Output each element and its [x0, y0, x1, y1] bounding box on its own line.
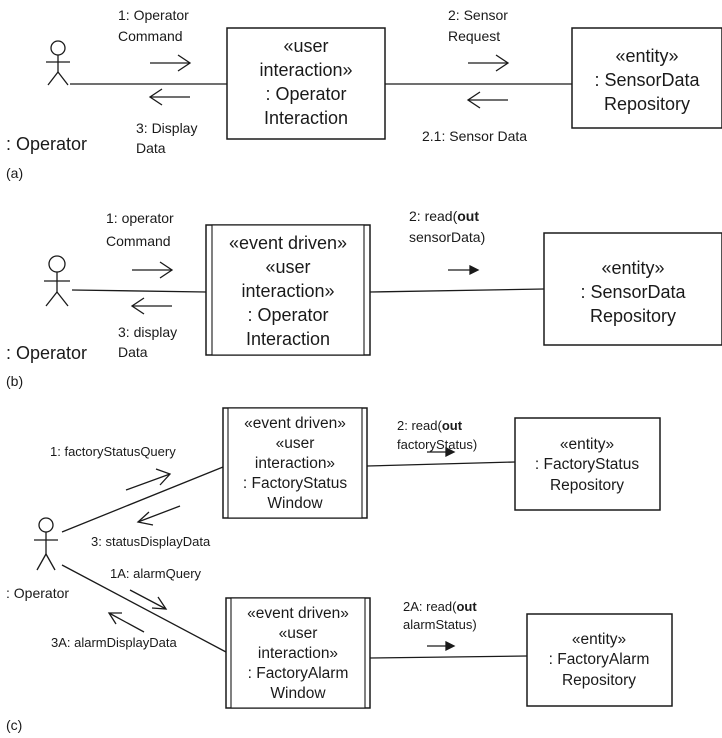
- link-ui-entity: [369, 288, 545, 293]
- arrow-right-icon: [468, 54, 510, 72]
- operator-actor-icon: [46, 40, 70, 86]
- message-label: 3: statusDisplayData: [91, 534, 211, 549]
- message-label: 1: operator: [106, 210, 174, 226]
- message-label: factoryStatus): [397, 437, 477, 452]
- arrow-down-right-icon: [129, 589, 168, 610]
- box-text: : FactoryStatus: [243, 475, 347, 492]
- sensordata-repository-box: [571, 27, 722, 129]
- box-text: «user: [283, 36, 328, 56]
- panel-tag: (c): [6, 717, 22, 733]
- operator-interaction-box-inner: [211, 224, 365, 356]
- box-text: : SensorData: [594, 70, 700, 90]
- message-label: 3: display: [118, 324, 177, 340]
- link-operator-alarm: [61, 564, 227, 653]
- arrow-left-icon: [148, 88, 190, 106]
- box-text: interaction»: [258, 645, 338, 662]
- box-text: interaction»: [259, 60, 352, 80]
- link-status-entity: [366, 461, 516, 467]
- message-label: 3A: alarmDisplayData: [51, 635, 177, 650]
- panel-a: : Operator «user interaction» : Operator…: [6, 7, 722, 181]
- factorystatus-repository-box: [514, 417, 661, 511]
- message-label: 2.1: Sensor Data: [422, 128, 527, 144]
- operator-label: : Operator: [6, 343, 87, 363]
- arrow-left-icon: [130, 297, 172, 315]
- box-text: «event driven»: [247, 605, 349, 622]
- message-label: 2: read(out: [397, 418, 463, 433]
- link-operator-ui: [71, 289, 207, 293]
- box-text: Repository: [562, 672, 636, 689]
- box-text: interaction»: [241, 281, 334, 301]
- box-text: : SensorData: [580, 282, 686, 302]
- box-text: Repository: [590, 306, 676, 326]
- message-label: sensorData): [409, 229, 485, 245]
- operator-label: : Operator: [6, 585, 69, 601]
- box-text: Window: [267, 495, 323, 512]
- message-label: alarmStatus): [403, 617, 477, 632]
- arrow-up-left-icon: [107, 612, 145, 633]
- box-text: interaction»: [255, 455, 335, 472]
- box-text: Interaction: [264, 108, 348, 128]
- factoryalarm-window-box-inner: [230, 597, 366, 709]
- operator-actor-icon: [34, 517, 58, 571]
- arrow-right-filled-icon: [448, 264, 480, 276]
- message-label: Request: [448, 28, 500, 44]
- arrow-right-icon: [132, 261, 174, 279]
- arrow-right-filled-icon: [427, 446, 456, 458]
- message-label: 2A: read(out: [403, 599, 477, 614]
- message-label: 1: Operator: [118, 7, 189, 23]
- box-text: Repository: [550, 477, 624, 494]
- panel-tag: (b): [6, 373, 23, 389]
- arrow-right-filled-icon: [427, 640, 456, 652]
- link-alarm-entity: [369, 655, 528, 659]
- arrow-up-right-icon: [125, 468, 172, 491]
- box-text: : Operator: [265, 84, 346, 104]
- box-text: Interaction: [246, 329, 330, 349]
- box-text: Repository: [604, 94, 690, 114]
- operator-actor-icon: [44, 255, 70, 307]
- arrow-right-icon: [150, 54, 192, 72]
- arrow-down-left-icon: [136, 505, 181, 526]
- message-label: Command: [106, 233, 171, 249]
- box-text: «entity»: [572, 631, 626, 648]
- panel-c: : Operator «event driven» «user interact…: [6, 407, 673, 733]
- link-operator-status: [61, 466, 224, 533]
- box-text: Window: [270, 685, 326, 702]
- box-text: : FactoryAlarm: [549, 651, 650, 668]
- message-label: 3: Display: [136, 120, 197, 136]
- message-label: 1: factoryStatusQuery: [50, 444, 176, 459]
- message-label: Command: [118, 28, 183, 44]
- message-label: 2: read(out: [409, 208, 479, 224]
- factoryalarm-repository-box: [526, 613, 673, 707]
- box-text: : Operator: [247, 305, 328, 325]
- panel-tag: (a): [6, 165, 23, 181]
- box-text: «event driven»: [244, 415, 346, 432]
- box-text: : FactoryAlarm: [248, 665, 349, 682]
- box-text: «user: [265, 257, 310, 277]
- message-label: 2: Sensor: [448, 7, 508, 23]
- factorystatus-window-box-inner: [227, 407, 363, 519]
- message-label: Data: [118, 344, 148, 360]
- arrow-left-icon: [466, 91, 508, 109]
- sensordata-repository-box: [543, 232, 722, 346]
- message-label: Data: [136, 140, 166, 156]
- operator-label: : Operator: [6, 134, 87, 154]
- box-text: «entity»: [560, 436, 614, 453]
- box-text: «entity»: [601, 258, 664, 278]
- box-text: «user: [279, 625, 318, 642]
- box-text: «entity»: [615, 46, 678, 66]
- box-text: «user: [276, 435, 315, 452]
- message-label: 1A: alarmQuery: [110, 566, 202, 581]
- operator-interaction-box: [226, 27, 386, 140]
- box-text: «event driven»: [229, 233, 347, 253]
- panel-b: : Operator «event driven» «user interact…: [6, 208, 722, 389]
- box-text: : FactoryStatus: [535, 456, 639, 473]
